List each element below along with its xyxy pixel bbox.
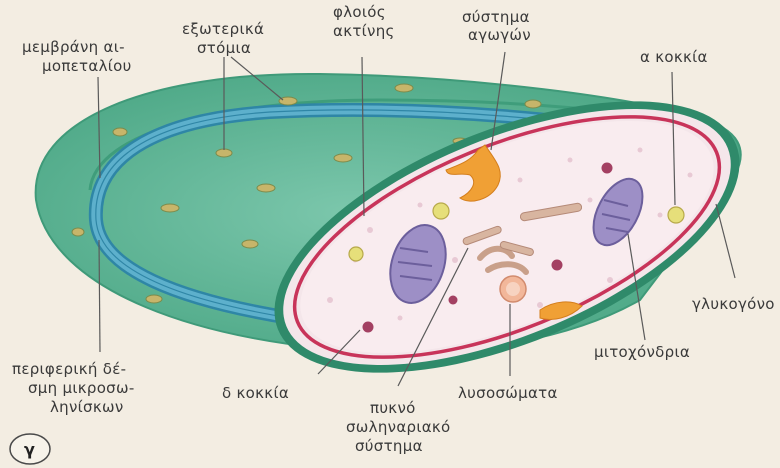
label-canal-2: αγωγών — [468, 26, 531, 44]
label-glycogen: γλυκογόνο — [692, 295, 775, 313]
label-lysosomes: λυσοσώματα — [458, 384, 558, 402]
label-dts-1: πυκνό — [370, 399, 416, 417]
label-delta-granules: δ κοκκία — [222, 384, 289, 402]
label-pores-2: στόμια — [197, 39, 251, 57]
label-dts-3: σύστημα — [355, 437, 423, 455]
label-canal-1: σύστημα — [462, 8, 530, 26]
label-dts-2: σωληναριακό — [346, 418, 451, 436]
label-cortex-1: φλοιός — [333, 3, 386, 21]
figure-letter: γ — [24, 440, 35, 459]
label-membrane-1: μεμβράνη αι- — [22, 38, 125, 56]
lysosome — [500, 276, 526, 302]
label-pores-1: εξωτερικά — [182, 20, 264, 38]
label-mitochondria: μιτοχόνδρια — [594, 343, 690, 361]
label-membrane-2: μοπεταλίου — [42, 57, 132, 75]
figure-letter-badge: γ — [10, 434, 50, 464]
label-microtubules-2: σμη μικροσω- — [28, 379, 135, 397]
label-cortex-2: ακτίνης — [333, 22, 395, 40]
label-alpha-granules: α κοκκία — [640, 48, 708, 66]
label-microtubules-3: ληνίσκων — [50, 398, 124, 416]
label-microtubules-1: περιφερική δέ- — [12, 360, 126, 378]
